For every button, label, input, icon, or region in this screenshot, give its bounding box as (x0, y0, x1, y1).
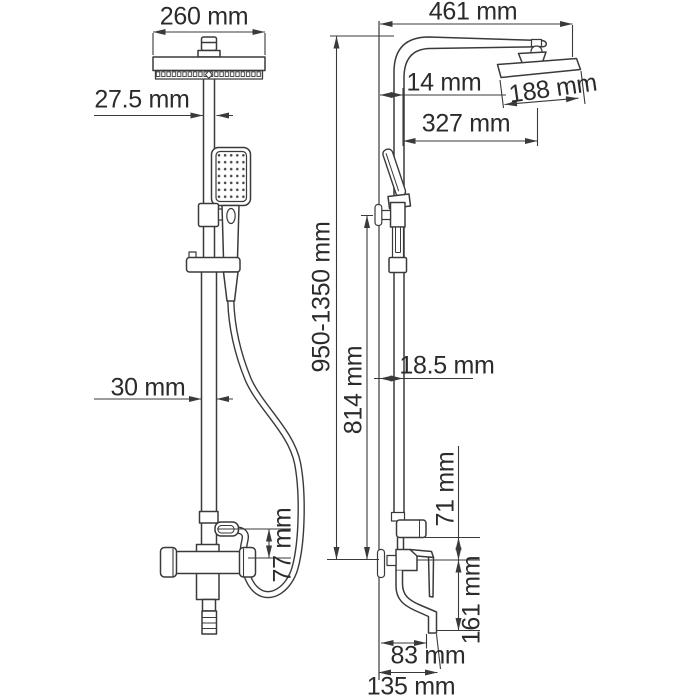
label-bar-length: 814 mm (339, 345, 368, 435)
rain-head-side (496, 57, 582, 79)
mixer-handle-cap (159, 546, 178, 578)
center-nozzle (204, 70, 213, 79)
mixer-front (159, 543, 257, 635)
label-spout-total: 135 mm (366, 672, 456, 700)
label-mixer-to-spout: 161 mm (457, 555, 486, 645)
label-reach: 461 mm (428, 0, 518, 26)
slide-bar-bracket (185, 251, 241, 302)
mixer-spout-cap (238, 546, 257, 578)
dimension-lines (94, 21, 586, 676)
hand-shower (197, 146, 252, 259)
bar-collar (388, 256, 408, 274)
spout (395, 570, 438, 634)
label-head-reach: 327 mm (421, 109, 511, 138)
slide-holder (197, 202, 220, 228)
mode-button (226, 207, 236, 225)
side-view (374, 21, 582, 680)
spray-face (215, 150, 248, 203)
dim-188 (504, 96, 579, 107)
mixer-cross-arm (175, 550, 241, 575)
mixer-knob-side (376, 548, 386, 579)
label-pipe-width: 27.5 mm (94, 85, 190, 114)
label-wall-clearance: 18.5 mm (399, 351, 495, 380)
lock-knob (374, 203, 383, 227)
shower-hose (227, 297, 305, 599)
label-outlet-offset: 77 mm (268, 507, 297, 583)
label-height-range: 950-1350 mm (307, 221, 336, 373)
riser-pipe (200, 79, 218, 545)
outlet-elbow-side (390, 511, 427, 550)
slider-side (374, 201, 408, 274)
hose-nut (222, 271, 239, 302)
riser-and-arm (393, 36, 547, 513)
mixer-side (376, 548, 438, 634)
label-head-width: 260 mm (159, 2, 249, 31)
label-spout-reach: 83 mm (390, 641, 466, 670)
hand-shower-side (382, 148, 412, 210)
head-connector (200, 36, 218, 52)
mixer-body-side (395, 548, 418, 572)
rain-shower-head (152, 36, 266, 80)
label-wall-gap: 14 mm (406, 68, 482, 97)
hose-outlet (198, 510, 240, 537)
label-bar-width: 30 mm (110, 373, 186, 402)
label-outlet-to-mixer: 71 mm (431, 451, 460, 527)
front-view (152, 36, 305, 635)
